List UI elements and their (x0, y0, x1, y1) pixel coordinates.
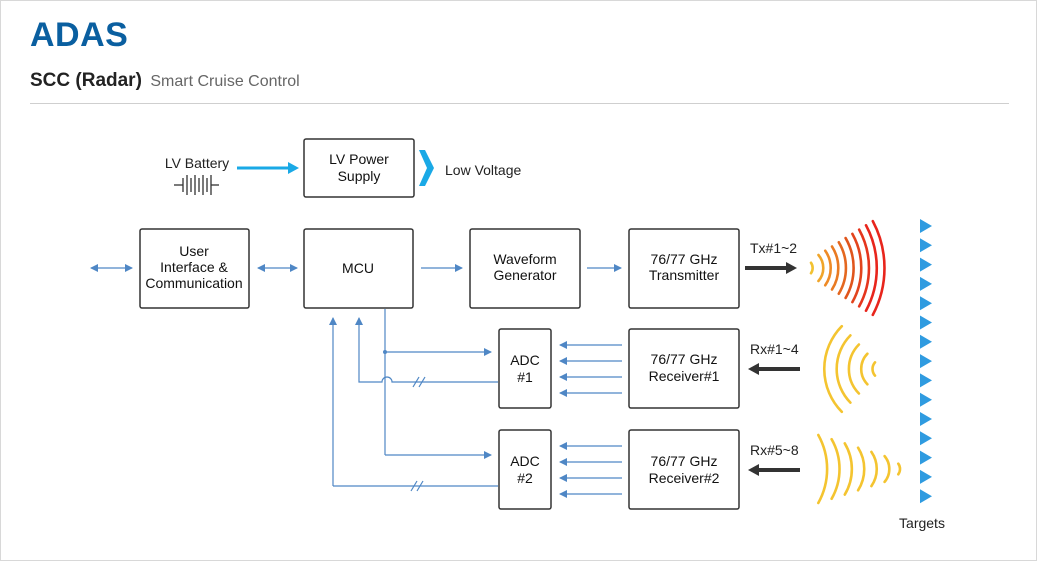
rx2-channel-label: Rx#5~8 (750, 442, 799, 458)
target-marker-icon (920, 315, 932, 330)
ui-line1: User (179, 243, 209, 259)
target-marker-icon (920, 354, 932, 369)
target-marker-icon (920, 392, 932, 407)
adc2-line1: ADC (510, 453, 540, 469)
target-marker-icon (920, 469, 932, 484)
target-marker-icon (920, 296, 932, 311)
page-subtitle: SCC (Radar) Smart Cruise Control (30, 70, 300, 92)
waveform-line1: Waveform (493, 251, 556, 267)
target-marker-icon (920, 489, 932, 504)
target-marker-icon (920, 334, 932, 349)
target-marker-icon (920, 373, 932, 388)
adc2-block: ADC #2 (498, 429, 552, 510)
battery-icon (174, 175, 219, 195)
receiver2-block: 76/77 GHz Receiver#2 (628, 429, 740, 510)
waveform-line2: Generator (493, 267, 556, 283)
receiver1-block: 76/77 GHz Receiver#1 (628, 328, 740, 409)
rx2-radar-waves-icon (817, 433, 902, 505)
lv-supply-line2: Supply (338, 168, 381, 184)
low-voltage-arrow-icon (419, 150, 434, 186)
mcu-label: MCU (342, 260, 374, 276)
mcu-adc-bus (329, 309, 498, 492)
target-marker-icon (920, 276, 932, 291)
battery-to-supply-arrow (237, 162, 299, 174)
tx-line1: 76/77 GHz (651, 251, 718, 267)
ui-line3: Communication (145, 275, 242, 291)
targets-column (920, 219, 932, 504)
rx1-input-arrow-icon (748, 363, 800, 375)
rx2-to-adc2-arrows (559, 442, 622, 498)
rx1-radar-waves-icon (823, 324, 877, 414)
rx2-line2: Receiver#2 (649, 470, 720, 486)
rx1-line1: 76/77 GHz (651, 351, 718, 367)
waveform-generator-block: Waveform Generator (469, 228, 581, 309)
targets-label: Targets (899, 515, 945, 531)
target-marker-icon (920, 238, 932, 253)
lv-supply-line1: LV Power (329, 151, 389, 167)
tx-radar-waves-icon (809, 219, 886, 317)
tx-output-arrow-icon (745, 262, 797, 274)
adc2-line2: #2 (517, 470, 533, 486)
subtitle-desc: Smart Cruise Control (150, 73, 300, 90)
target-marker-icon (920, 412, 932, 426)
page-title: ADAS (30, 16, 129, 54)
adc1-line2: #1 (517, 369, 533, 385)
rx1-line2: Receiver#1 (649, 368, 720, 384)
tx-line2: Transmitter (649, 267, 720, 283)
rx2-line1: 76/77 GHz (651, 453, 718, 469)
ui-line2: Interface & (160, 259, 228, 275)
header-divider (30, 103, 1009, 104)
user-interface-block: User Interface & Communication (139, 228, 250, 309)
adc1-line1: ADC (510, 352, 540, 368)
mcu-block: MCU (303, 228, 414, 309)
tx-channel-label: Tx#1~2 (750, 240, 797, 256)
battery-label: LV Battery (165, 155, 229, 171)
adc1-block: ADC #1 (498, 328, 552, 409)
rx2-input-arrow-icon (748, 464, 800, 476)
rx1-to-adc1-arrows (559, 341, 622, 397)
subtitle-main: SCC (Radar) (30, 70, 142, 91)
low-voltage-label: Low Voltage (445, 162, 521, 178)
target-marker-icon (920, 450, 932, 465)
target-marker-icon (920, 257, 932, 272)
target-marker-icon (920, 219, 932, 233)
lv-power-supply-block: LV Power Supply (303, 138, 415, 198)
rx1-channel-label: Rx#1~4 (750, 341, 799, 357)
transmitter-block: 76/77 GHz Transmitter (628, 228, 740, 309)
target-marker-icon (920, 431, 932, 446)
